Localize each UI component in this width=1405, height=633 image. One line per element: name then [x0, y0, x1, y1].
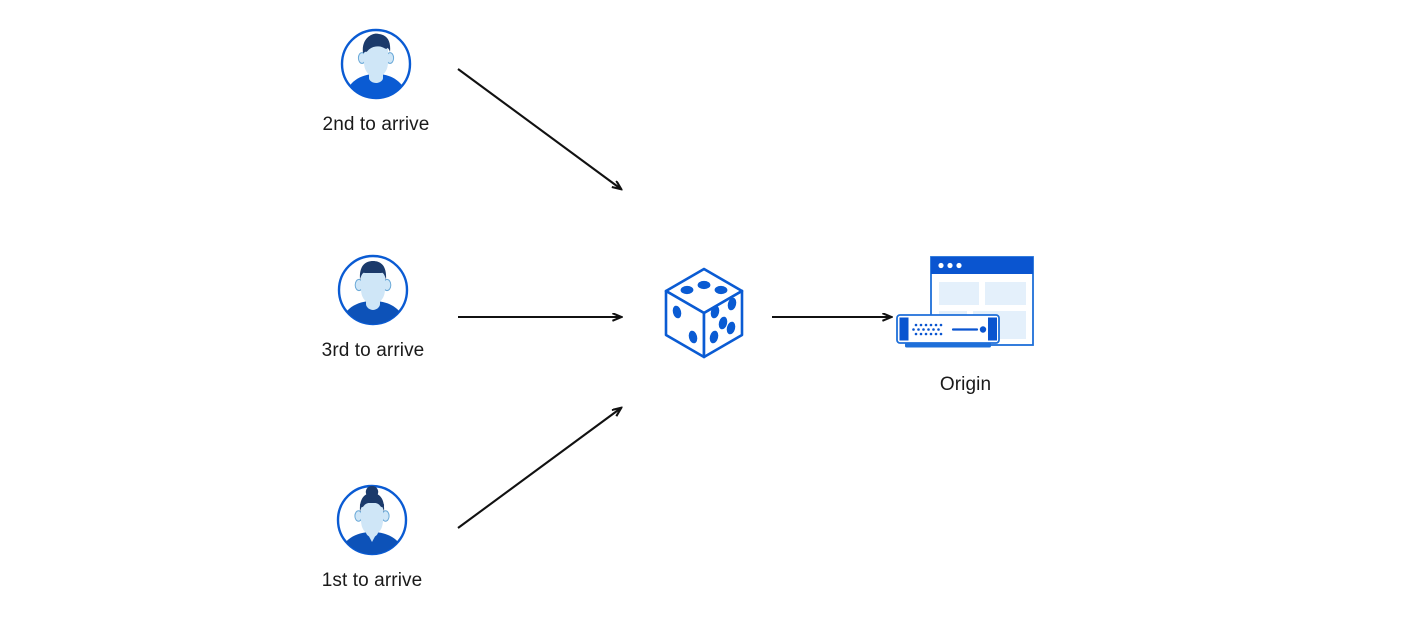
node-label-origin: Origin	[939, 374, 992, 395]
node-user-2nd[interactable]: 2nd to arrive	[306, 26, 446, 136]
node-origin[interactable]: Origin	[893, 253, 1038, 396]
user-avatar-icon	[338, 26, 414, 102]
user-avatar-icon	[334, 482, 410, 558]
node-label-user-2nd: 2nd to arrive	[322, 114, 430, 135]
node-label-user-3rd: 3rd to arrive	[321, 340, 425, 361]
node-dice[interactable]	[660, 265, 748, 361]
node-label-user-1st: 1st to arrive	[321, 570, 423, 591]
user-avatar-icon	[335, 252, 411, 328]
node-user-1st[interactable]: 1st to arrive	[302, 482, 442, 592]
origin-server-icon	[893, 253, 1038, 361]
server-appliance	[896, 314, 1000, 348]
dice-icon	[660, 265, 748, 361]
node-user-3rd[interactable]: 3rd to arrive	[303, 252, 443, 362]
arrow-2nd-to-dice	[457, 68, 621, 189]
arrow-1st-to-dice	[457, 408, 621, 529]
